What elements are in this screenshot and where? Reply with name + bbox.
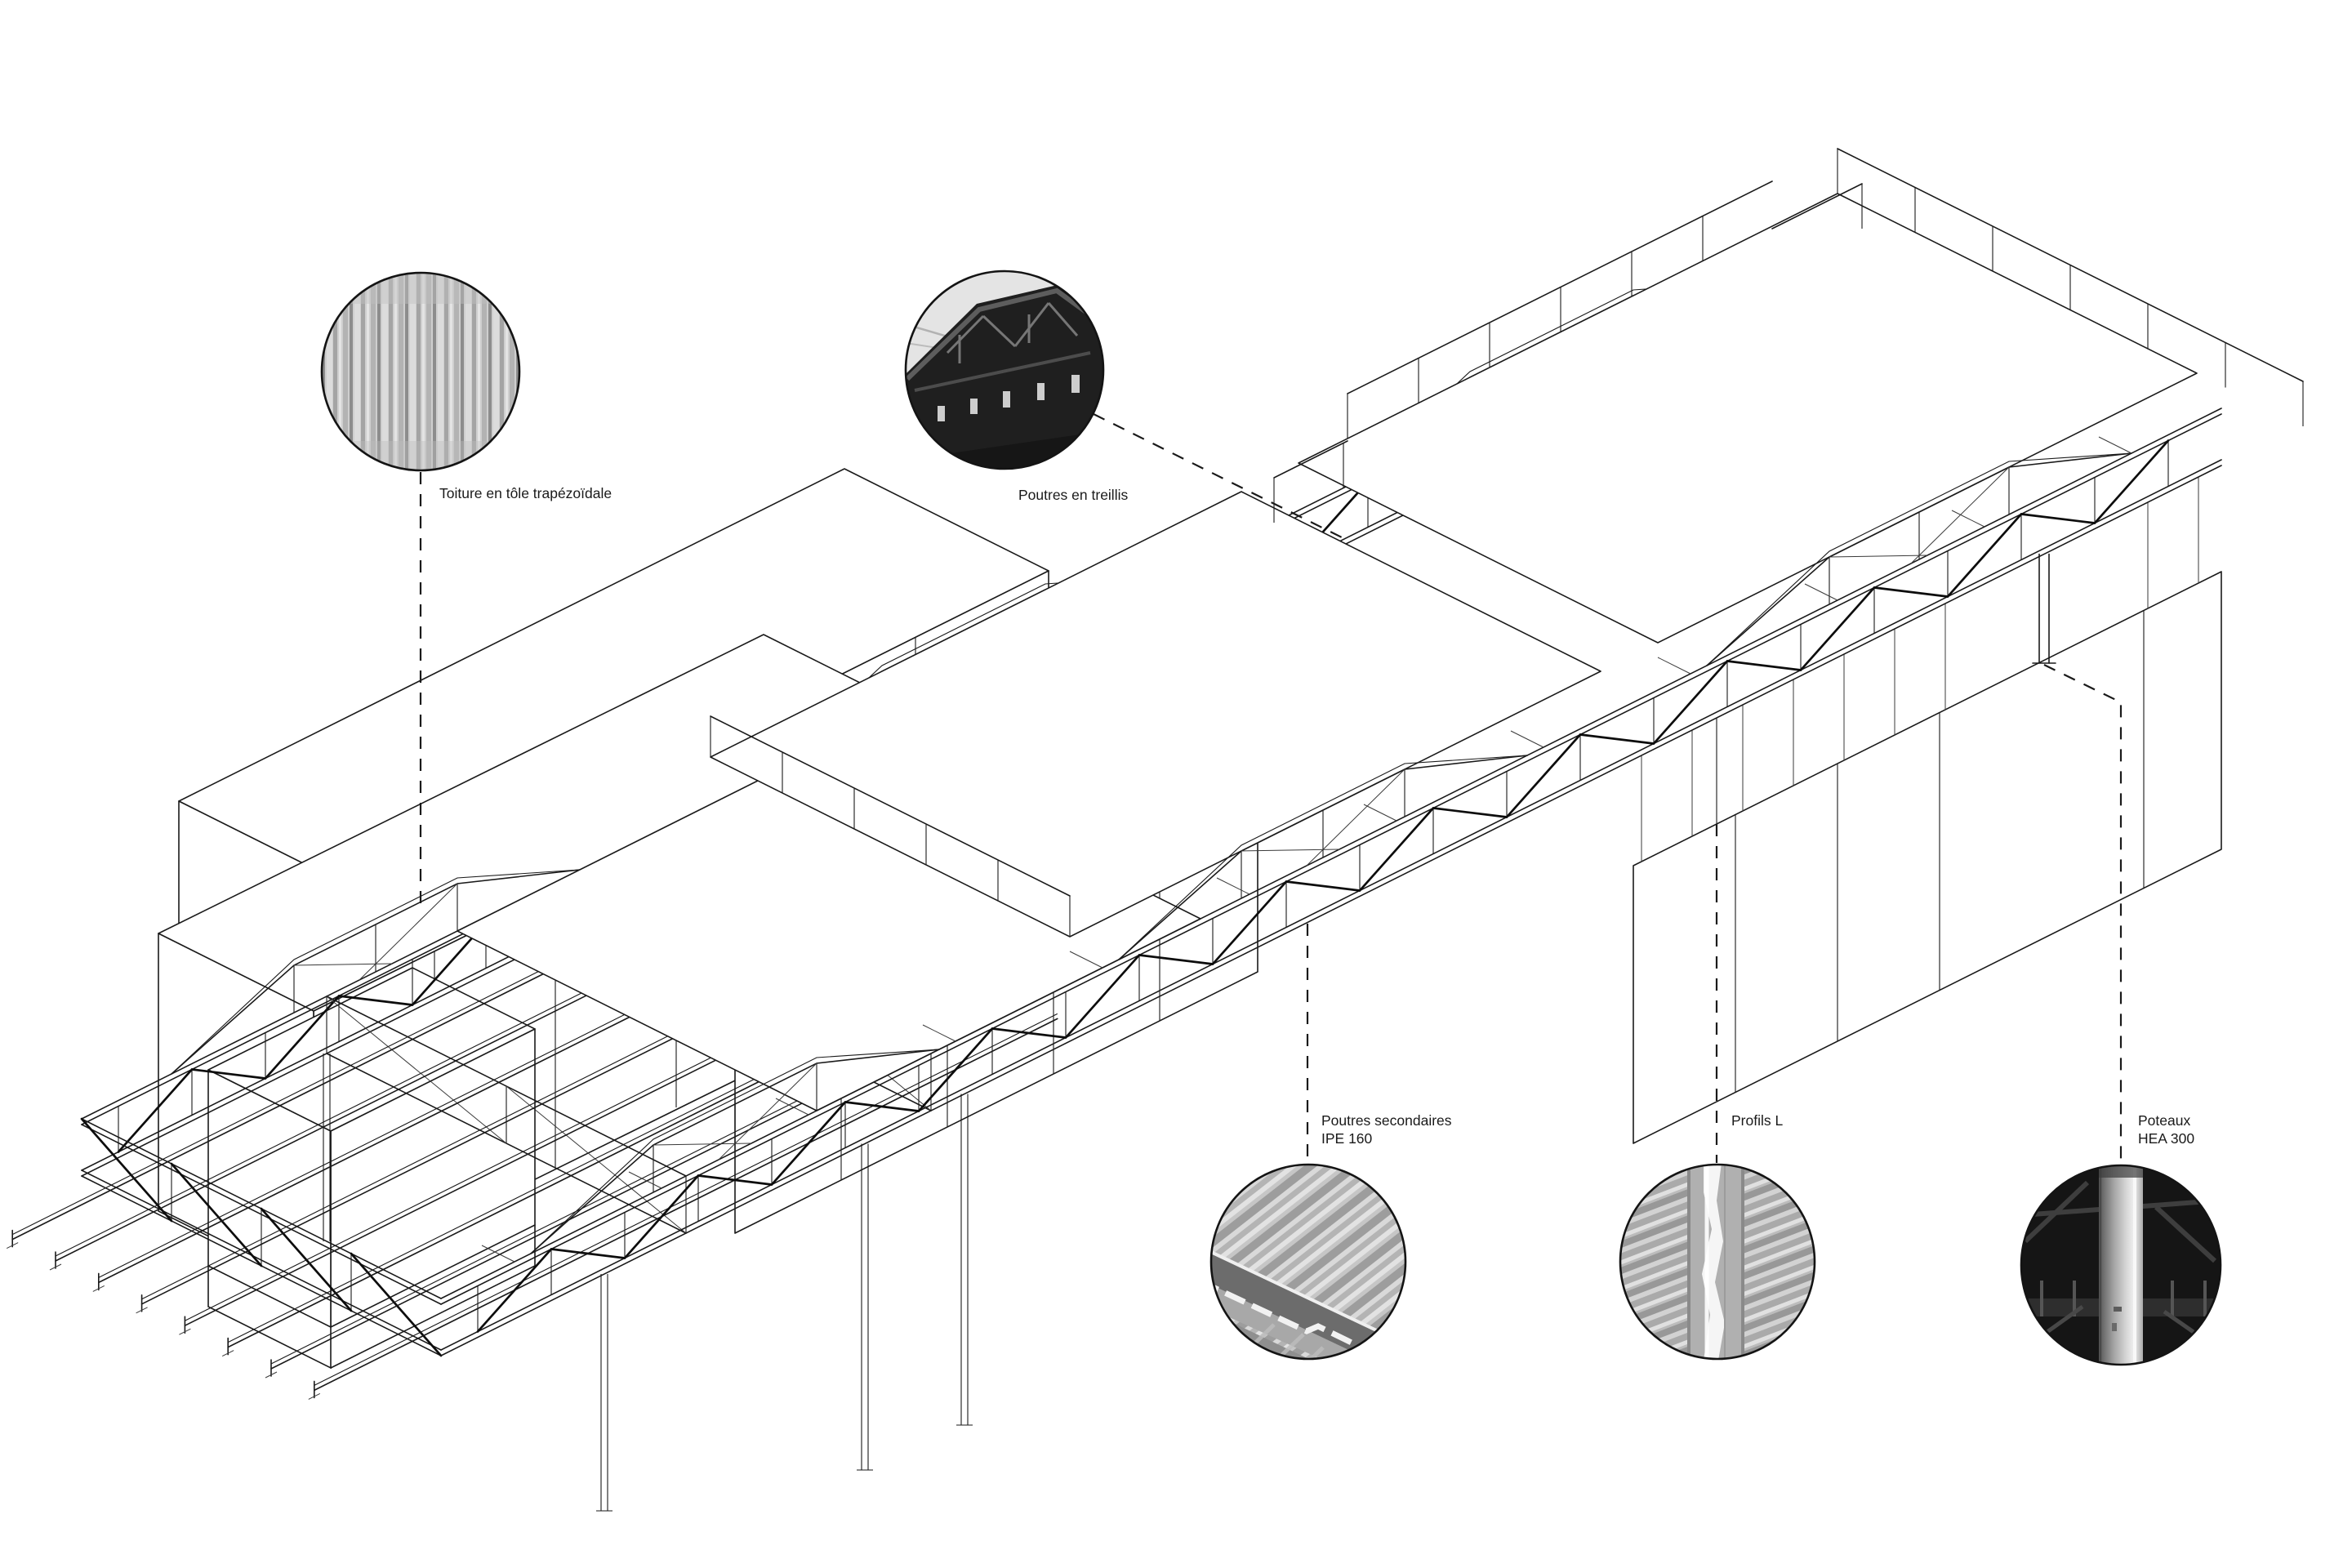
label-poutres-treillis: Poutres en treillis	[1018, 487, 1128, 503]
label-toiture: Toiture en tôle trapézoïdale	[439, 485, 612, 501]
callout-profils-l	[1619, 1163, 1816, 1361]
front-truss-band	[440, 408, 2222, 1356]
callout-poutres-secondaires	[1209, 1163, 1407, 1361]
leader-lines	[419, 413, 2123, 1164]
front-wall-panels	[1633, 477, 2222, 1144]
callout-poteaux	[2020, 1164, 2222, 1366]
label-poteaux-line2: HEA 300	[2138, 1130, 2194, 1147]
label-profils-l: Profils L	[1731, 1112, 1783, 1129]
callout-photo-hea-column	[2021, 1165, 2221, 1365]
label-poutres-secondaires-line2: IPE 160	[1321, 1130, 1373, 1147]
callout-photo-l-profile	[1620, 1165, 1815, 1359]
callout-labels: Toiture en tôle trapézoïdale Poutres en …	[439, 485, 2194, 1147]
white-roof-planes	[457, 193, 2198, 1111]
label-poutres-secondaires-line1: Poutres secondaires	[1321, 1112, 1452, 1129]
callout-poutres-treillis	[904, 270, 1105, 470]
callout-photo-deck-beam	[1211, 1165, 1405, 1359]
roof-railings	[710, 148, 2304, 937]
leader-poteaux	[2043, 664, 2123, 1164]
leader-poutres-treillis	[1093, 413, 1346, 540]
label-poteaux-line1: Poteaux	[2138, 1112, 2190, 1129]
callout-toiture	[320, 271, 521, 472]
